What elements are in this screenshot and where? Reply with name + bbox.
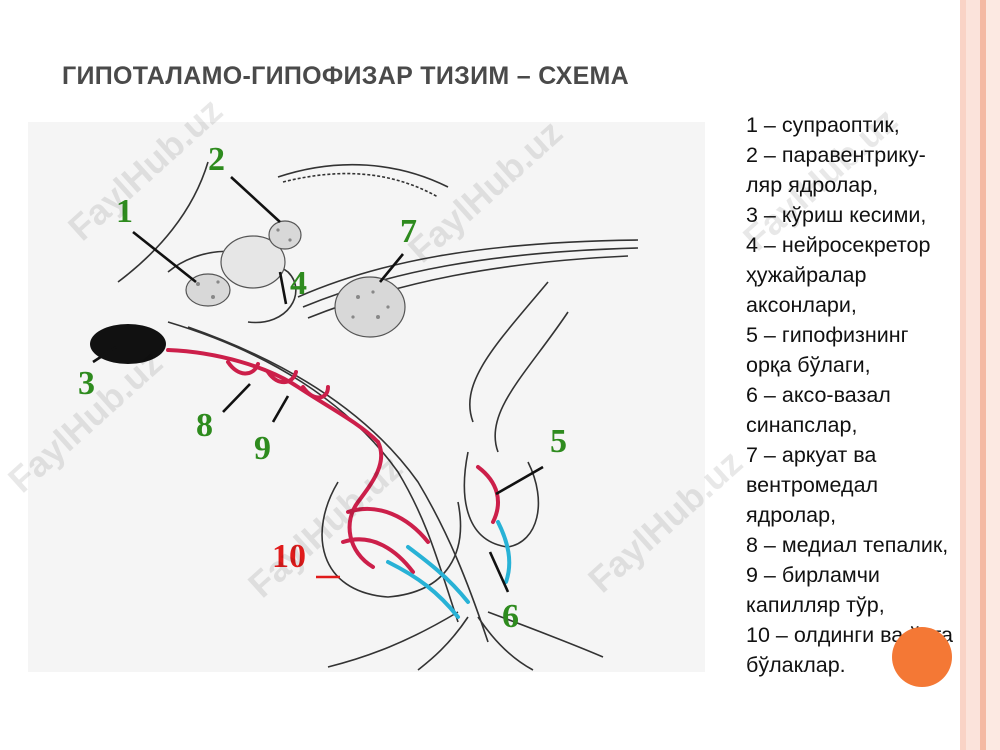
outline-stalk-left bbox=[167, 321, 459, 623]
legend-line: вентромедал bbox=[746, 473, 879, 497]
capillary-posterior bbox=[476, 465, 500, 524]
outline-left-wall bbox=[117, 161, 209, 283]
outline-right-curve bbox=[469, 281, 549, 423]
vein-anterior-2 bbox=[406, 545, 470, 604]
capillary-anterior-net-1 bbox=[346, 506, 430, 544]
outline-fan-2 bbox=[417, 616, 469, 671]
pointer-8 bbox=[222, 383, 251, 413]
outline-fan-3 bbox=[477, 616, 534, 671]
legend-line: ядролар, bbox=[746, 503, 837, 527]
hypothalamo-pituitary-diagram: 1 2 3 4 5 6 7 8 9 10 bbox=[28, 122, 705, 672]
optic-chiasm bbox=[90, 324, 166, 364]
legend-line: капилляр тўр, bbox=[746, 593, 885, 617]
capillary-loop-1 bbox=[226, 360, 260, 376]
label-2: 2 bbox=[208, 141, 225, 178]
legend-line: аксонлари, bbox=[746, 293, 857, 317]
decor-stripe-4 bbox=[986, 0, 1000, 750]
label-7: 7 bbox=[400, 213, 417, 250]
nucleus-central bbox=[220, 235, 286, 289]
accent-circle bbox=[892, 627, 952, 687]
outline-tract-1 bbox=[297, 239, 639, 298]
decor-stripe-3 bbox=[980, 0, 986, 750]
nucleus-paraventricular bbox=[268, 220, 302, 250]
outline-ventricle bbox=[167, 250, 297, 324]
legend-line: орқа бўлаги, bbox=[746, 353, 871, 377]
legend-line: бўлаклар. bbox=[746, 653, 846, 677]
capillary-median-eminence bbox=[166, 348, 380, 444]
label-10: 10 bbox=[272, 538, 306, 575]
legend-line: 3 – кўриш кесими, bbox=[746, 203, 927, 227]
pointer-4 bbox=[278, 271, 288, 305]
vein-anterior bbox=[386, 560, 460, 619]
outline-upper-arc-2 bbox=[282, 172, 439, 198]
vein-posterior bbox=[496, 520, 512, 584]
legend-list: 1 – супраоптик, 2 – паравентрику- ляр яд… bbox=[746, 110, 996, 680]
capillary-loop-3 bbox=[301, 385, 330, 400]
legend-line: 1 – супраоптик, bbox=[746, 113, 900, 137]
label-8: 8 bbox=[196, 407, 213, 444]
outline-upper-arc bbox=[277, 163, 449, 188]
pointer-7 bbox=[378, 253, 405, 283]
legend-line: 9 – бирламчи bbox=[746, 563, 880, 587]
legend-line: 5 – гипофизнинг bbox=[746, 323, 909, 347]
outline-fan-1 bbox=[327, 611, 459, 668]
label-3: 3 bbox=[78, 365, 95, 402]
pointer-2 bbox=[230, 176, 281, 223]
label-4: 4 bbox=[290, 265, 307, 302]
pointer-9 bbox=[271, 395, 290, 423]
outline-anterior-lobe bbox=[321, 481, 462, 598]
legend-line: ляр ядролар, bbox=[746, 173, 879, 197]
decor-stripe-1 bbox=[960, 0, 966, 750]
legend-line: 2 – паравентрику- bbox=[746, 143, 926, 167]
capillary-anterior-net-2 bbox=[341, 537, 415, 574]
outline-right-curve-2 bbox=[494, 311, 569, 453]
pointer-3 bbox=[92, 345, 117, 364]
pointer-5 bbox=[495, 465, 544, 496]
legend-line: синапслар, bbox=[746, 413, 858, 437]
diagram-svg: 1 2 3 4 5 6 7 8 9 10 bbox=[78, 141, 639, 671]
outline-stalk-right bbox=[187, 326, 489, 643]
label-5: 5 bbox=[550, 423, 567, 460]
outline-tract-2 bbox=[302, 247, 639, 308]
pointer-6 bbox=[488, 551, 510, 593]
capillary-loop-2 bbox=[266, 370, 298, 385]
decor-stripe-2 bbox=[966, 0, 980, 750]
legend-line: 10 – олдинги ва ўрта bbox=[746, 623, 954, 647]
capillary-portal bbox=[347, 440, 384, 569]
outline-fan-4 bbox=[487, 611, 604, 658]
label-9: 9 bbox=[254, 430, 271, 467]
pointer-1 bbox=[132, 230, 197, 284]
nucleus-arcuate bbox=[334, 276, 406, 338]
slide-title: ГИПОТАЛАМО-ГИПОФИЗАР ТИЗИМ – СХЕМА bbox=[62, 62, 630, 90]
legend-line: 4 – нейросекретор bbox=[746, 233, 931, 257]
legend-line: ҳужайралар bbox=[746, 263, 867, 287]
legend-line: 7 – аркуат ва bbox=[746, 443, 877, 467]
label-6: 6 bbox=[502, 598, 519, 635]
label-1: 1 bbox=[116, 193, 133, 230]
legend-line: 8 – медиал тепалик, bbox=[746, 533, 949, 557]
legend-line: 6 – аксо-вазал bbox=[746, 383, 891, 407]
